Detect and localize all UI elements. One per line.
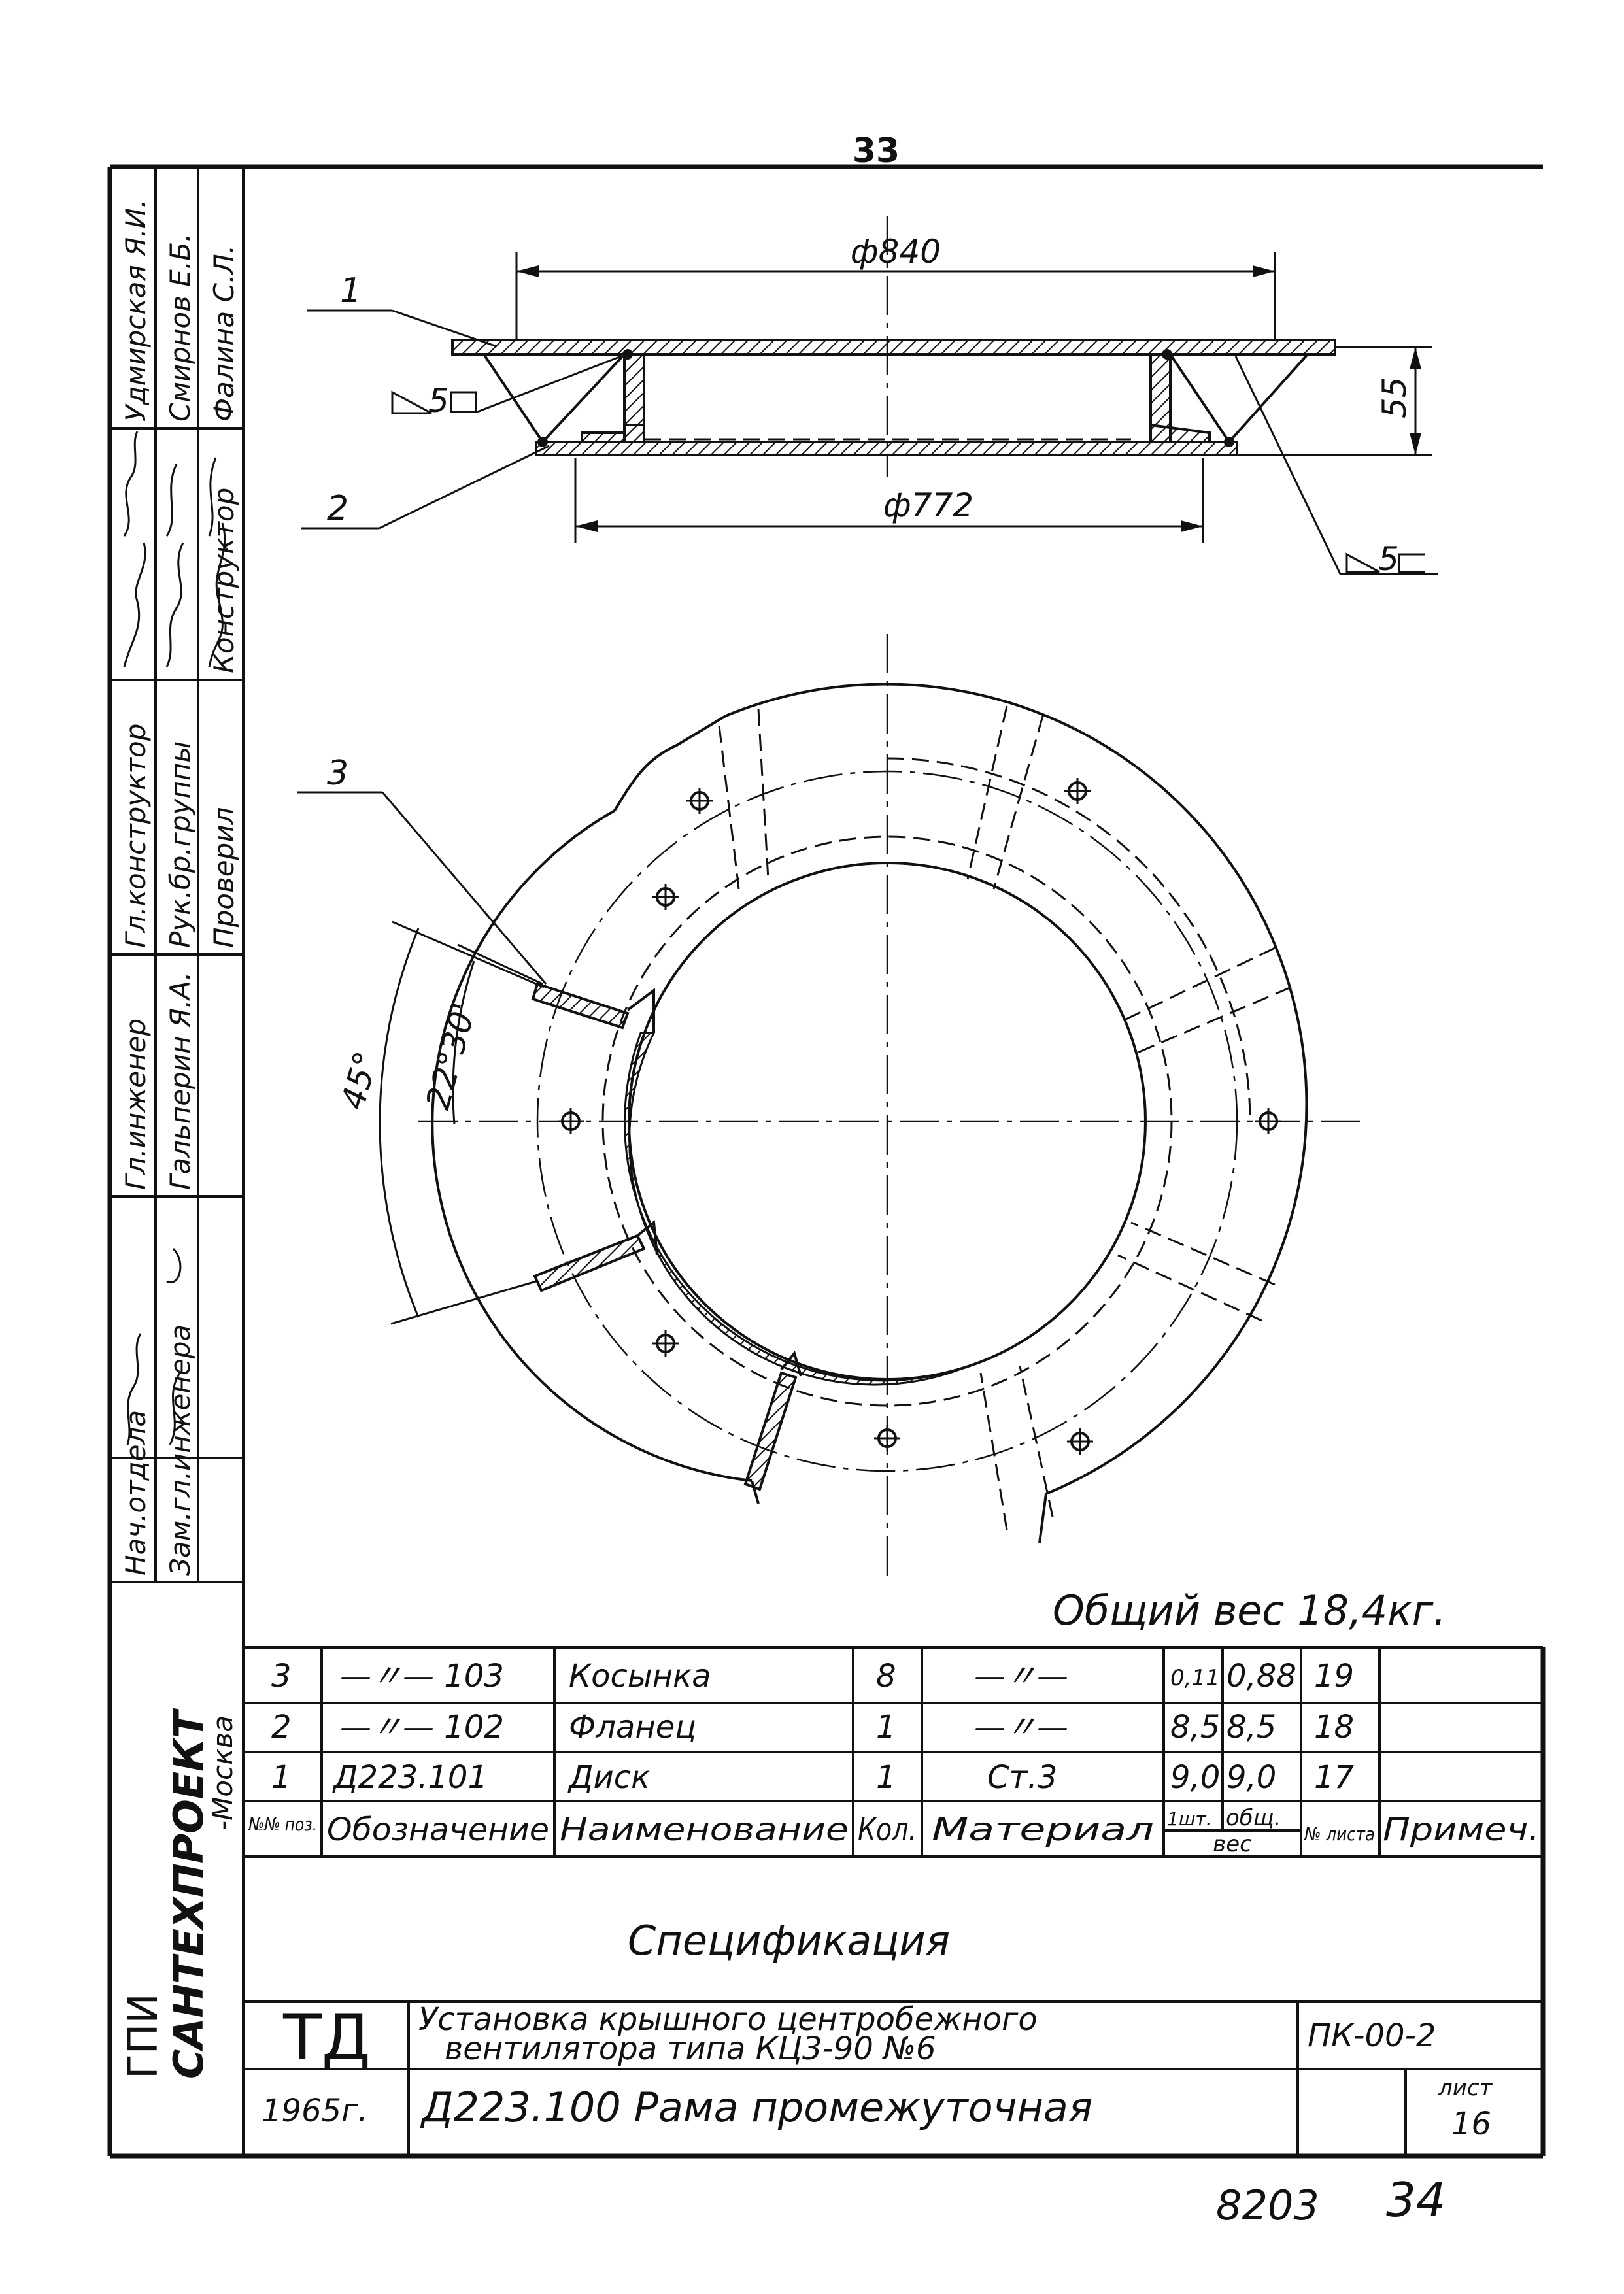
- row-pos: 3: [271, 1658, 292, 1695]
- org-city: -Москва: [207, 1715, 239, 1830]
- row-sheet: 19: [1314, 1658, 1354, 1695]
- row-designation: Д223.101: [332, 1759, 488, 1796]
- spec-title: Спецификация: [628, 1917, 950, 1965]
- dim-height: 55: [1376, 377, 1413, 418]
- row-weight-unit: 0,11: [1170, 1665, 1220, 1691]
- table-header: №№ поз. Обозначение Наименование Кол. Ма…: [247, 1805, 1540, 1857]
- drawing-code: ПК-00-2: [1308, 2017, 1436, 2054]
- weld-symbol-left: 5: [428, 382, 449, 420]
- sheet-number: 16: [1451, 2106, 1491, 2142]
- spec-table: 3 —〃— 103 Косынка 8 —〃— 0,11 0,88 19 2 —…: [243, 1646, 1543, 2003]
- section-view: ф840 ф772 55 1 2 5 5: [301, 216, 1438, 578]
- angle-45: 45°: [334, 1047, 386, 1113]
- year: 1965г.: [262, 2093, 368, 2129]
- archive-page: 34: [1386, 2172, 1446, 2227]
- row-qty: 1: [876, 1709, 896, 1746]
- stamp-role-4: Гл.конструктор: [120, 724, 152, 948]
- page-number: 33: [853, 131, 900, 171]
- callout-2: 2: [327, 489, 348, 528]
- header-pos: №№ поз.: [247, 1813, 317, 1835]
- plan-view: 45° 22°30' 3: [297, 634, 1366, 1576]
- row-pos: 2: [271, 1709, 292, 1746]
- table-row: 3 —〃— 103 Косынка 8 —〃— 0,11 0,88 19: [271, 1658, 1354, 1695]
- table-row: 1 Д223.101 Диск 1 Ст.3 9,0 9,0 17: [271, 1759, 1355, 1796]
- org-name: САНТЕХПРОЕКТ: [165, 1708, 212, 2079]
- total-weight: Общий вес 18,4кг.: [1053, 1587, 1446, 1634]
- bolt-holes: [558, 778, 1281, 1455]
- table-row: 2 —〃— 102 Фланец 1 —〃— 8,5 8,5 18: [271, 1709, 1354, 1746]
- project-line-2: вентилятора типа КЦ3-90 №6: [445, 2031, 936, 2067]
- stamp-name-4: Фалина С.Л.: [208, 245, 240, 422]
- row-name: Косынка: [569, 1658, 711, 1695]
- angle-22-30: 22°30': [419, 999, 484, 1113]
- header-weight-group: вес: [1213, 1831, 1252, 1857]
- row-material: —〃—: [974, 1658, 1068, 1695]
- signature: [123, 522, 226, 667]
- archive-number: 8203: [1216, 2182, 1319, 2229]
- header-designation: Обозначение: [327, 1812, 549, 1848]
- row-qty: 8: [876, 1658, 896, 1695]
- stamp-role-3: Гл.инженер: [120, 1019, 152, 1190]
- signature: [126, 1247, 182, 1445]
- stamp-name-2: Смирнов Е.Б.: [164, 233, 196, 422]
- header-material: Материал: [932, 1812, 1154, 1848]
- stamp-role-2: Зам.гл.инженера: [164, 1324, 196, 1576]
- row-name: Фланец: [569, 1709, 696, 1746]
- side-stamp: Нач.отдела Зам.гл.инженера Гл.инженер Гл…: [109, 167, 245, 1583]
- drawing-title: Д223.100 Рама промежуточная: [420, 2083, 1092, 2131]
- row-weight-total: 8,5: [1226, 1709, 1276, 1746]
- row-material: —〃—: [974, 1709, 1068, 1746]
- td-mark: ТД: [282, 2001, 371, 2074]
- row-sheet: 17: [1314, 1759, 1355, 1796]
- title-block: Спецификация ТД 1965г. Установка крышног…: [243, 1917, 1543, 2156]
- stamp-name-1: Гальперин Я.А.: [164, 972, 196, 1190]
- header-qty: Кол.: [858, 1812, 917, 1848]
- row-designation: —〃— 102: [340, 1709, 504, 1746]
- stamp-name-3: Удмирская Я.И.: [120, 199, 152, 422]
- signature: [123, 431, 217, 537]
- row-sheet: 18: [1314, 1709, 1354, 1746]
- row-weight-total: 0,88: [1226, 1658, 1296, 1695]
- organization-block: ГПИ САНТЕХПРОЕКТ -Москва: [109, 1582, 245, 2156]
- row-pos: 1: [271, 1759, 292, 1796]
- row-qty: 1: [876, 1759, 896, 1796]
- stamp-role-6: Проверил: [208, 807, 240, 948]
- row-material: Ст.3: [987, 1759, 1057, 1796]
- weld-symbol-right: 5: [1378, 540, 1399, 578]
- callout-1: 1: [340, 271, 362, 311]
- row-weight-total: 9,0: [1226, 1759, 1276, 1796]
- header-weight-total: общ.: [1226, 1805, 1281, 1831]
- callout-3: 3: [327, 754, 348, 793]
- row-weight-unit: 8,5: [1170, 1709, 1220, 1746]
- project-line-1: Установка крышного центробежного: [418, 2001, 1038, 2038]
- header-sheet: № листа: [1303, 1823, 1375, 1845]
- header-weight-unit: 1шт.: [1167, 1808, 1212, 1830]
- header-note: Примеч.: [1383, 1812, 1540, 1848]
- org-gpi: ГПИ: [119, 1993, 167, 2079]
- stamp-role-5: Рук.бр.группы: [164, 741, 196, 948]
- dim-inner-diameter: ф772: [883, 486, 973, 524]
- row-weight-unit: 9,0: [1170, 1759, 1220, 1796]
- stamp-role-1: Нач.отдела: [120, 1410, 152, 1576]
- header-name: Наименование: [560, 1812, 849, 1848]
- dim-outer-diameter: ф840: [851, 233, 941, 271]
- sheet-label: лист: [1438, 2075, 1493, 2101]
- row-designation: —〃— 103: [340, 1658, 504, 1695]
- row-name: Диск: [567, 1759, 650, 1796]
